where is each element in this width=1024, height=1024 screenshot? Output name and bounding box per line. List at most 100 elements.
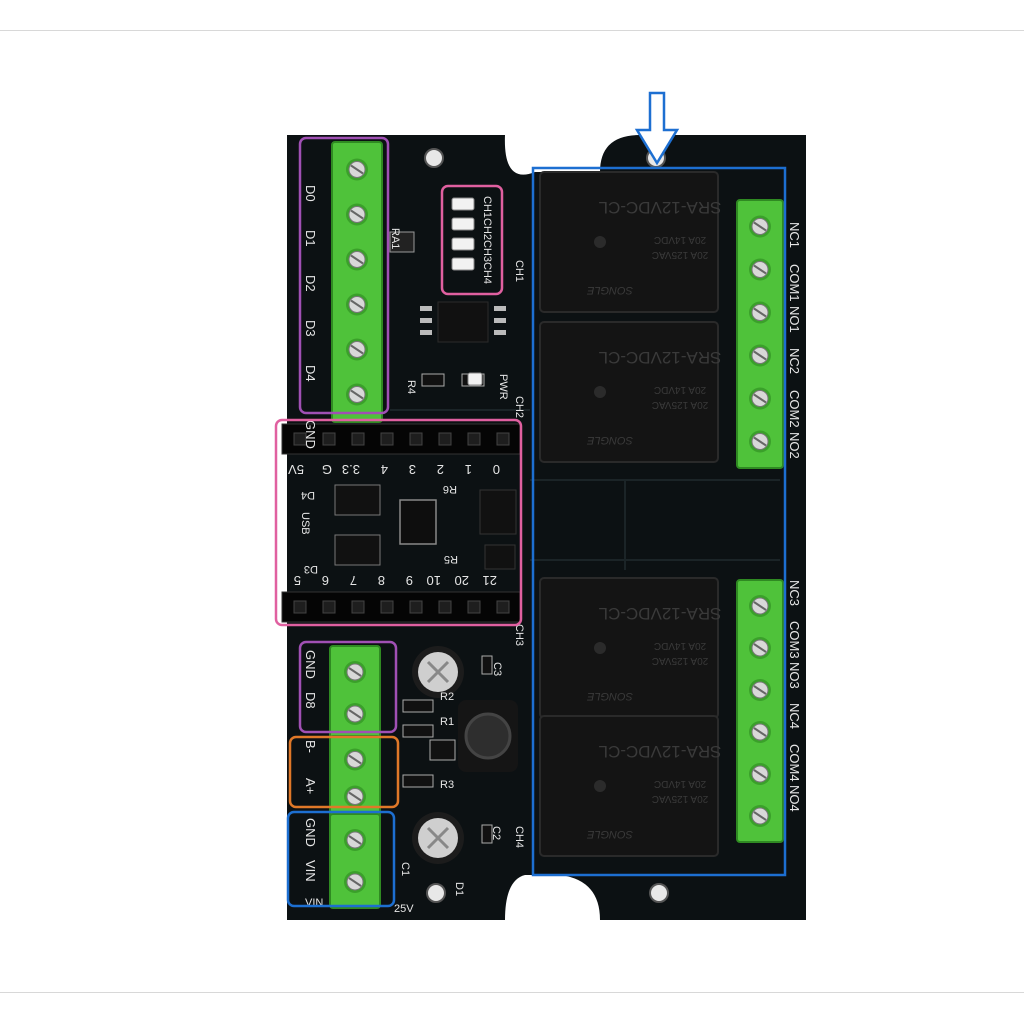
mount-hole-bottom-right	[649, 883, 669, 903]
header-pin-label: 20	[455, 573, 469, 588]
terminal-block-d0-gnd	[331, 141, 383, 423]
relay-model-text: SRA-12VDC-CL	[599, 604, 722, 623]
label-d1: D1	[303, 230, 318, 247]
label-d4: D4	[303, 365, 318, 382]
relay-rating-text: 20A 14VDC	[654, 640, 706, 651]
header-pin	[293, 432, 307, 446]
silk-label: USB	[299, 512, 311, 535]
header-pin	[322, 600, 336, 614]
label-relay-contact: NC4	[787, 703, 802, 729]
mount-hole-top-left	[424, 148, 444, 168]
silk-label: R6	[443, 483, 457, 495]
header-pin-label: 7	[350, 573, 357, 588]
annotation-box-status-leds	[440, 184, 504, 296]
annotation-box-rs485	[288, 735, 400, 809]
relay-model-text: SRA-12VDC-CL	[599, 198, 722, 217]
silk-label: C3	[491, 662, 503, 676]
annotation-box-mcu-header	[274, 418, 523, 627]
label-d8: D8	[303, 692, 318, 709]
label-relay-contact: NC3	[787, 580, 802, 606]
label-rs485: B-	[303, 740, 318, 753]
down-arrow-icon	[634, 91, 680, 166]
label-d3: D3	[303, 320, 318, 337]
silk-label: C2	[490, 826, 502, 840]
relay-rating-text: 20A 125VAC	[652, 655, 709, 666]
label-relay-contact: NO1	[787, 306, 802, 333]
top-divider-line	[0, 30, 1024, 31]
relay-model-text: SRA-12VDC-CL	[599, 348, 722, 367]
mount-hole-bottom-left	[426, 883, 446, 903]
terminal-block-relay-3-4	[736, 579, 784, 843]
label-led-ch1: CH1	[481, 196, 493, 218]
header-pin-label: 8	[378, 573, 385, 588]
header-pin-label: 2	[437, 462, 444, 477]
terminal-block-gnd-d8	[329, 645, 381, 741]
label-relay-contact: COM3	[787, 621, 802, 659]
header-pin	[293, 600, 307, 614]
relay-brand-text: SONGLE	[586, 690, 633, 702]
header-pin-label: 6	[322, 573, 329, 588]
label-relay-contact: NC1	[787, 222, 802, 248]
silk-label: D4	[301, 489, 315, 501]
relay-rating-text: 20A 125VAC	[652, 399, 709, 410]
relay-brand-text: SONGLE	[586, 284, 633, 296]
relay-rating-text: 20A 14VDC	[654, 234, 706, 245]
header-pin-label: 4	[381, 462, 388, 477]
label-d2: D2	[303, 275, 318, 292]
header-pin-label: 0	[493, 462, 500, 477]
label-relay-contact: COM2	[787, 390, 802, 428]
header-pin	[496, 432, 510, 446]
electrolytic-capacitor-bottom	[412, 812, 464, 864]
silk-label: RA1	[389, 228, 401, 249]
relay-brand-text: SONGLE	[586, 828, 633, 840]
terminal-block-power	[329, 813, 381, 909]
relay-rating-text: 20A 125VAC	[652, 249, 709, 260]
label-gnd: GND	[303, 420, 318, 449]
silk-label: R4	[405, 380, 417, 394]
status-leds	[451, 197, 483, 386]
relay-rating-text: 20A 125VAC	[652, 793, 709, 804]
smd-components	[334, 231, 517, 844]
silk-label: PWR	[497, 374, 509, 400]
header-pin	[467, 600, 481, 614]
header-pin	[467, 432, 481, 446]
header-pin-label: 10	[427, 573, 441, 588]
silk-label: CH4	[513, 826, 525, 848]
header-pin	[322, 432, 336, 446]
relay-1: SRA-12VDC-CL 20A 14VDC 20A 125VAC SONGLE	[539, 171, 722, 313]
header-pin-label: 9	[406, 573, 413, 588]
electrolytic-capacitor-top	[412, 646, 464, 698]
header-pin	[438, 432, 452, 446]
label-relay-contact: NC2	[787, 348, 802, 374]
label-d0: D0	[303, 185, 318, 202]
label-relay-contact: NO3	[787, 662, 802, 689]
header-pin	[380, 432, 394, 446]
relay-rating-text: 20A 14VDC	[654, 384, 706, 395]
silk-label: D1	[453, 882, 465, 896]
annotation-box-power-input	[286, 810, 396, 908]
silk-label: R1	[440, 716, 454, 728]
terminal-block-rs485	[329, 735, 381, 821]
label-led-ch4: CH4	[481, 262, 493, 284]
silk-label: R5	[444, 553, 458, 565]
header-pin-label: 21	[483, 573, 497, 588]
pcb-traces	[390, 409, 780, 570]
label-relay-contact: NO2	[787, 432, 802, 459]
relay-3: SRA-12VDC-CL 20A 14VDC 20A 125VAC SONGLE	[539, 577, 722, 719]
label-vin: VIN	[303, 860, 318, 882]
silk-label: 25V	[394, 903, 414, 915]
header-pin	[438, 600, 452, 614]
label-gnd: GND	[303, 650, 318, 679]
silk-label: CH2	[513, 396, 525, 418]
silk-label: R2	[440, 691, 454, 703]
header-pin-label: G	[322, 462, 332, 477]
label-rs485: A+	[303, 778, 318, 794]
relay-model-text: SRA-12VDC-CL	[599, 742, 722, 761]
label-gnd: GND	[303, 818, 318, 847]
header-pin-label: 5	[294, 573, 301, 588]
power-inductor	[458, 700, 518, 772]
annotation-box-relays	[531, 166, 787, 877]
